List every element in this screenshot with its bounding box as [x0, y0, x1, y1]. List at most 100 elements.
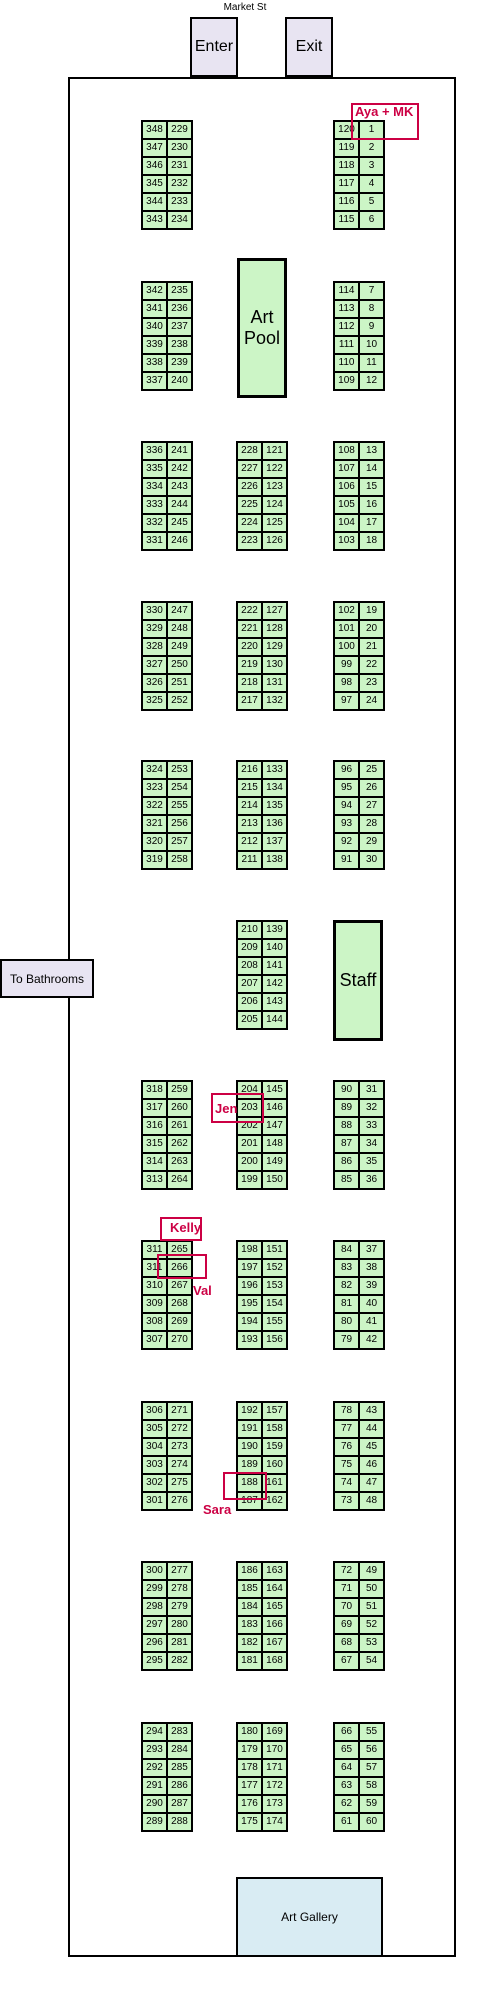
- stall-number[interactable]: 96: [335, 762, 358, 778]
- stall-number[interactable]: 93: [335, 816, 358, 832]
- stall-number[interactable]: 5: [360, 194, 383, 210]
- stall-number[interactable]: 232: [168, 176, 191, 192]
- stall-number[interactable]: 238: [168, 337, 191, 353]
- stall-number[interactable]: 283: [168, 1724, 191, 1740]
- stall-number[interactable]: 3: [360, 158, 383, 174]
- stall-number[interactable]: 122: [263, 461, 286, 477]
- stall-number[interactable]: 235: [168, 283, 191, 299]
- stall-number[interactable]: 253: [168, 762, 191, 778]
- stall-number[interactable]: 221: [238, 621, 261, 637]
- stall-number[interactable]: 267: [168, 1278, 191, 1294]
- stall-number[interactable]: 6: [360, 212, 383, 228]
- stall-number[interactable]: 129: [263, 639, 286, 655]
- stall-number[interactable]: 216: [238, 762, 261, 778]
- stall-number[interactable]: 257: [168, 834, 191, 850]
- stall-number[interactable]: 226: [238, 479, 261, 495]
- stall-number[interactable]: 207: [238, 976, 261, 992]
- stall-number[interactable]: 136: [263, 816, 286, 832]
- stall-number[interactable]: 329: [143, 621, 166, 637]
- stall-number[interactable]: 86: [335, 1154, 358, 1170]
- stall-number[interactable]: 19: [360, 603, 383, 619]
- stall-number[interactable]: 162: [263, 1493, 286, 1509]
- stall-number[interactable]: 193: [238, 1332, 261, 1348]
- stall-number[interactable]: 284: [168, 1742, 191, 1758]
- stall-number[interactable]: 194: [238, 1314, 261, 1330]
- stall-number[interactable]: 205: [238, 1012, 261, 1028]
- bathrooms-sign[interactable]: To Bathrooms: [0, 959, 94, 998]
- stall-number[interactable]: 10: [360, 337, 383, 353]
- stall-number[interactable]: 113: [335, 301, 358, 317]
- stall-number[interactable]: 166: [263, 1617, 286, 1633]
- stall-number[interactable]: 246: [168, 533, 191, 549]
- stall-number[interactable]: 44: [360, 1421, 383, 1437]
- stall-number[interactable]: 309: [143, 1296, 166, 1312]
- stall-number[interactable]: 346: [143, 158, 166, 174]
- stall-number[interactable]: 4: [360, 176, 383, 192]
- stall-number[interactable]: 109: [335, 373, 358, 389]
- stall-number[interactable]: 153: [263, 1278, 286, 1294]
- stall-number[interactable]: 1: [360, 122, 383, 138]
- stall-number[interactable]: 27: [360, 798, 383, 814]
- stall-number[interactable]: 227: [238, 461, 261, 477]
- stall-number[interactable]: 9: [360, 319, 383, 335]
- stall-number[interactable]: 61: [335, 1814, 358, 1830]
- stall-number[interactable]: 151: [263, 1242, 286, 1258]
- stall-number[interactable]: 128: [263, 621, 286, 637]
- stall-number[interactable]: 344: [143, 194, 166, 210]
- stall-number[interactable]: 316: [143, 1118, 166, 1134]
- stall-number[interactable]: 338: [143, 355, 166, 371]
- stall-number[interactable]: 317: [143, 1100, 166, 1116]
- stall-number[interactable]: 347: [143, 140, 166, 156]
- stall-number[interactable]: 24: [360, 693, 383, 709]
- stall-number[interactable]: 197: [238, 1260, 261, 1276]
- stall-number[interactable]: 98: [335, 675, 358, 691]
- stall-number[interactable]: 66: [335, 1724, 358, 1740]
- stall-number[interactable]: 189: [238, 1457, 261, 1473]
- stall-number[interactable]: 275: [168, 1475, 191, 1491]
- stall-number[interactable]: 277: [168, 1563, 191, 1579]
- stall-number[interactable]: 55: [360, 1724, 383, 1740]
- stall-number[interactable]: 141: [263, 958, 286, 974]
- stall-number[interactable]: 46: [360, 1457, 383, 1473]
- stall-number[interactable]: 184: [238, 1599, 261, 1615]
- stall-number[interactable]: 140: [263, 940, 286, 956]
- exit-door[interactable]: Exit: [285, 17, 333, 77]
- stall-number[interactable]: 248: [168, 621, 191, 637]
- stall-number[interactable]: 154: [263, 1296, 286, 1312]
- stall-number[interactable]: 16: [360, 497, 383, 513]
- stall-number[interactable]: 286: [168, 1778, 191, 1794]
- stall-number[interactable]: 182: [238, 1635, 261, 1651]
- stall-number[interactable]: 240: [168, 373, 191, 389]
- stall-number[interactable]: 107: [335, 461, 358, 477]
- stall-number[interactable]: 323: [143, 780, 166, 796]
- stall-number[interactable]: 152: [263, 1260, 286, 1276]
- stall-number[interactable]: 15: [360, 479, 383, 495]
- stall-number[interactable]: 177: [238, 1778, 261, 1794]
- stall-number[interactable]: 333: [143, 497, 166, 513]
- stall-number[interactable]: 219: [238, 657, 261, 673]
- stall-number[interactable]: 336: [143, 443, 166, 459]
- stall-number[interactable]: 258: [168, 852, 191, 868]
- stall-number[interactable]: 308: [143, 1314, 166, 1330]
- stall-number[interactable]: 300: [143, 1563, 166, 1579]
- stall-number[interactable]: 331: [143, 533, 166, 549]
- stall-number[interactable]: 186: [238, 1563, 261, 1579]
- stall-number[interactable]: 343: [143, 212, 166, 228]
- stall-number[interactable]: 322: [143, 798, 166, 814]
- stall-number[interactable]: 30: [360, 852, 383, 868]
- stall-number[interactable]: 174: [263, 1814, 286, 1830]
- stall-number[interactable]: 111: [335, 337, 358, 353]
- stall-number[interactable]: 311: [143, 1260, 166, 1276]
- stall-number[interactable]: 245: [168, 515, 191, 531]
- stall-number[interactable]: 100: [335, 639, 358, 655]
- stall-number[interactable]: 176: [238, 1796, 261, 1812]
- stall-number[interactable]: 21: [360, 639, 383, 655]
- stall-number[interactable]: 131: [263, 675, 286, 691]
- stall-number[interactable]: 289: [143, 1814, 166, 1830]
- stall-number[interactable]: 262: [168, 1136, 191, 1152]
- stall-number[interactable]: 8: [360, 301, 383, 317]
- stall-number[interactable]: 326: [143, 675, 166, 691]
- stall-number[interactable]: 266: [168, 1260, 191, 1276]
- stall-number[interactable]: 190: [238, 1439, 261, 1455]
- stall-number[interactable]: 181: [238, 1653, 261, 1669]
